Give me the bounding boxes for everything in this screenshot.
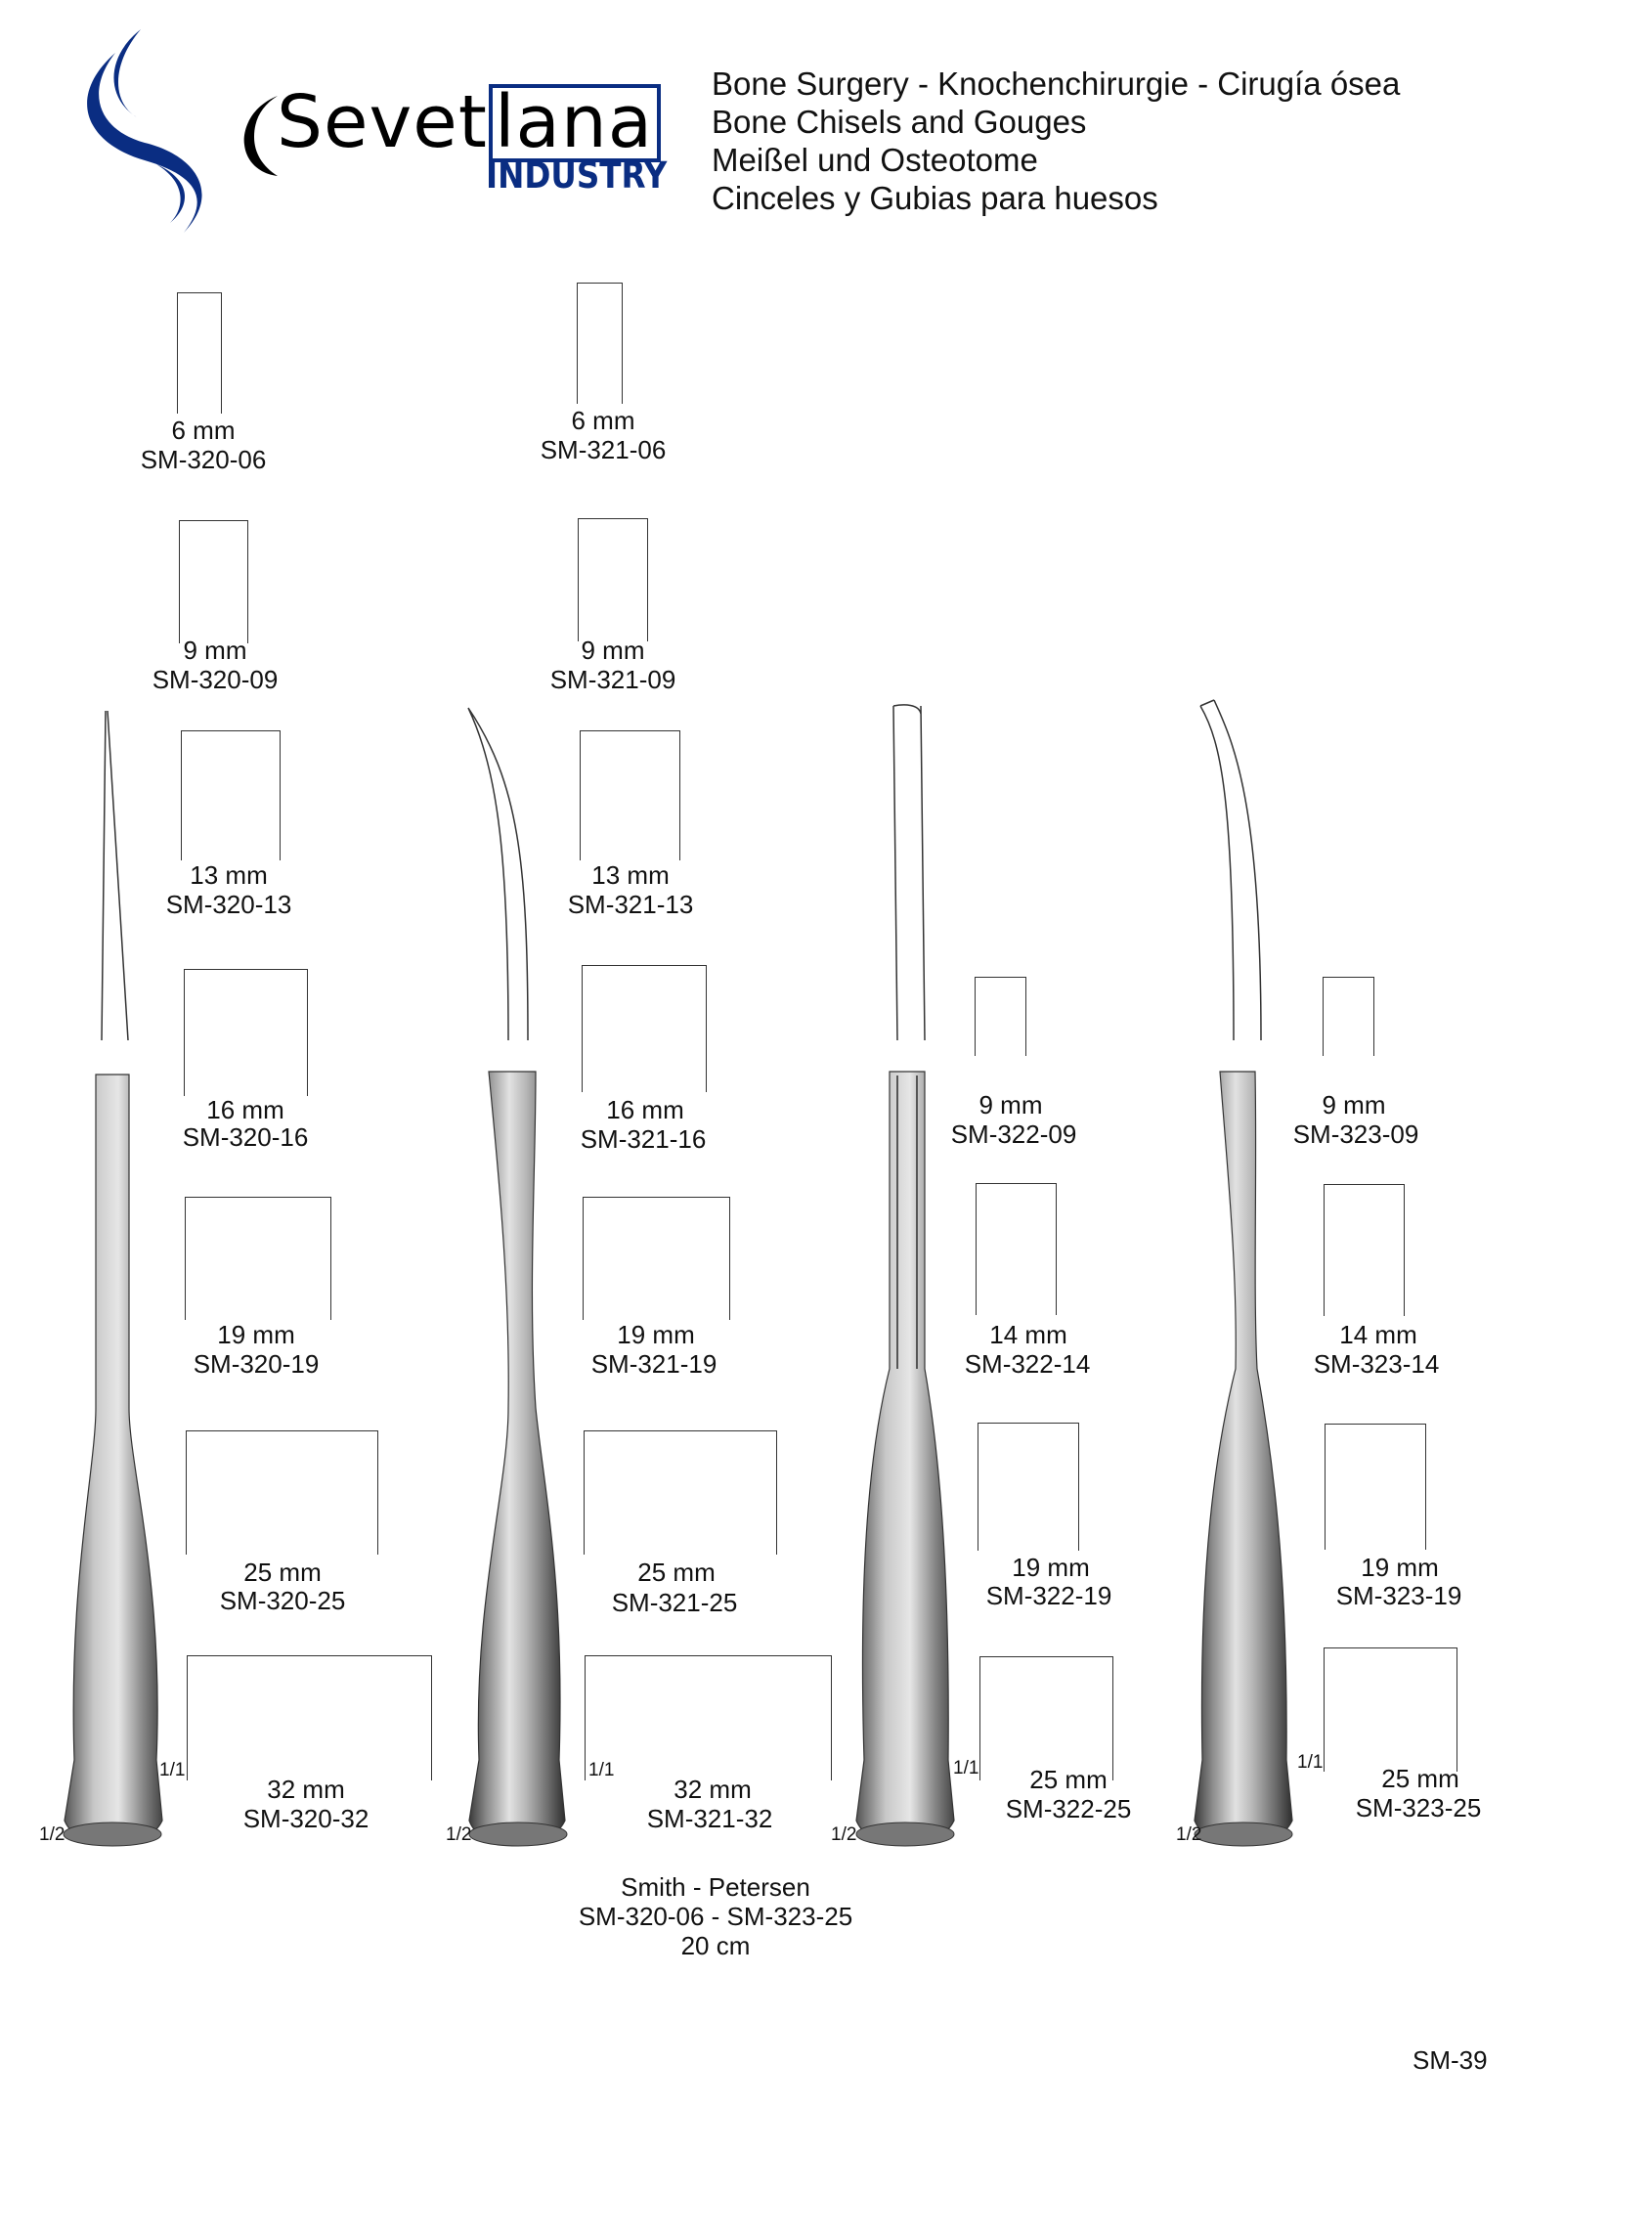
product-code: SM-321-09 — [549, 665, 676, 694]
product-code: SM-321-32 — [646, 1804, 773, 1833]
width-gauge — [1324, 1184, 1405, 1316]
header-title-line: Bone Surgery - Knochenchirurgie - Cirugí… — [712, 66, 1401, 102]
size-label: 14 mm — [1339, 1320, 1417, 1349]
page-number: SM-39 — [1413, 2045, 1488, 2075]
width-gauge — [582, 965, 707, 1092]
product-code: SM-320-25 — [219, 1586, 346, 1615]
header-subtitle-de: Meißel und Osteotome — [712, 142, 1038, 178]
product-code: SM-320-32 — [242, 1804, 370, 1833]
logo-swoosh-icon — [87, 29, 202, 233]
product-code: SM-323-14 — [1313, 1349, 1440, 1379]
logo-bracket-icon — [243, 96, 278, 176]
gouge-curved-icon — [1194, 699, 1293, 1847]
size-label: 9 mm — [581, 636, 645, 665]
width-gauge — [177, 292, 222, 414]
size-label: 9 mm — [1322, 1090, 1386, 1120]
width-gauge — [179, 520, 248, 643]
width-gauge — [584, 1430, 777, 1555]
size-label: 16 mm — [606, 1095, 684, 1124]
product-code: SM-323-19 — [1335, 1581, 1462, 1610]
header-subtitle-es: Cinceles y Gubias para huesos — [712, 180, 1158, 216]
width-gauge — [583, 1197, 730, 1320]
width-gauge — [976, 1183, 1057, 1315]
product-code: SM-320-06 — [140, 445, 267, 474]
size-label: 6 mm — [171, 416, 236, 445]
width-gauge — [187, 1655, 432, 1780]
brand-name-part2: lana — [495, 80, 654, 164]
width-gauge — [585, 1655, 832, 1780]
scale-full-label: 1/1 — [953, 1758, 979, 1778]
size-label: 16 mm — [206, 1095, 284, 1124]
product-code: SM-321-16 — [580, 1124, 707, 1154]
size-label: 19 mm — [217, 1320, 295, 1349]
width-gauge — [1324, 1647, 1457, 1772]
width-gauge — [181, 730, 281, 860]
product-code: SM-320-13 — [165, 890, 292, 919]
product-code: SM-320-09 — [152, 665, 279, 694]
size-label: 6 mm — [571, 406, 635, 435]
header-subtitle-en: Bone Chisels and Gouges — [712, 104, 1087, 140]
product-code: SM-321-06 — [540, 435, 667, 464]
size-label: 13 mm — [591, 860, 670, 890]
gouge-straight-icon — [855, 704, 955, 1847]
caption-name: Smith - Petersen — [621, 1872, 810, 1902]
product-code: SM-322-19 — [985, 1581, 1112, 1610]
chisel-curved-icon — [467, 707, 568, 1847]
product-code: SM-322-09 — [950, 1120, 1077, 1149]
scale-half-label: 1/2 — [1176, 1824, 1202, 1845]
product-code: SM-323-09 — [1292, 1120, 1419, 1149]
width-gauge — [185, 1197, 331, 1320]
product-code: SM-321-13 — [567, 890, 694, 919]
size-label: 9 mm — [183, 636, 247, 665]
width-gauge — [578, 518, 648, 641]
product-code: SM-321-19 — [590, 1349, 717, 1379]
product-code: SM-321-25 — [611, 1588, 738, 1617]
scale-half-label: 1/2 — [446, 1824, 472, 1845]
size-label: 14 mm — [989, 1320, 1067, 1349]
width-gauge — [1325, 1424, 1426, 1550]
product-code: SM-320-19 — [193, 1349, 320, 1379]
scale-half-label: 1/2 — [831, 1824, 857, 1845]
scale-full-label: 1/1 — [159, 1760, 186, 1780]
width-gauge — [184, 969, 308, 1096]
scale-full-label: 1/1 — [588, 1760, 615, 1780]
size-label: 32 mm — [674, 1775, 752, 1804]
width-gauge — [978, 1423, 1079, 1551]
width-gauge — [186, 1430, 378, 1555]
brand-subtitle: INDUSTRY — [486, 154, 668, 197]
width-gauge — [979, 1656, 1113, 1780]
width-gauge — [580, 730, 680, 860]
brand-name-box — [489, 84, 661, 162]
size-label: 13 mm — [190, 860, 268, 890]
size-label: 19 mm — [1361, 1553, 1439, 1582]
size-label: 9 mm — [978, 1090, 1043, 1120]
size-label: 19 mm — [617, 1320, 695, 1349]
size-label: 25 mm — [1029, 1765, 1108, 1794]
scale-full-label: 1/1 — [1297, 1752, 1324, 1773]
size-label: 25 mm — [637, 1558, 716, 1587]
product-code: SM-323-25 — [1355, 1793, 1482, 1822]
size-label: 32 mm — [267, 1775, 345, 1804]
size-label: 25 mm — [243, 1558, 322, 1587]
caption-length: 20 cm — [680, 1931, 751, 1960]
width-gauge — [1323, 977, 1374, 1056]
scale-half-label: 1/2 — [39, 1824, 65, 1845]
product-code: SM-322-14 — [964, 1349, 1091, 1379]
product-code: SM-322-25 — [1005, 1794, 1132, 1823]
size-label: 25 mm — [1381, 1764, 1459, 1793]
brand-name-part1: Sevet — [277, 80, 488, 164]
width-gauge — [975, 977, 1026, 1056]
caption-code-range: SM-320-06 - SM-323-25 — [578, 1902, 853, 1931]
width-gauge — [577, 283, 623, 404]
product-code: SM-320-16 — [182, 1122, 309, 1152]
chisel-straight-icon — [63, 710, 163, 1847]
size-label: 19 mm — [1012, 1553, 1090, 1582]
